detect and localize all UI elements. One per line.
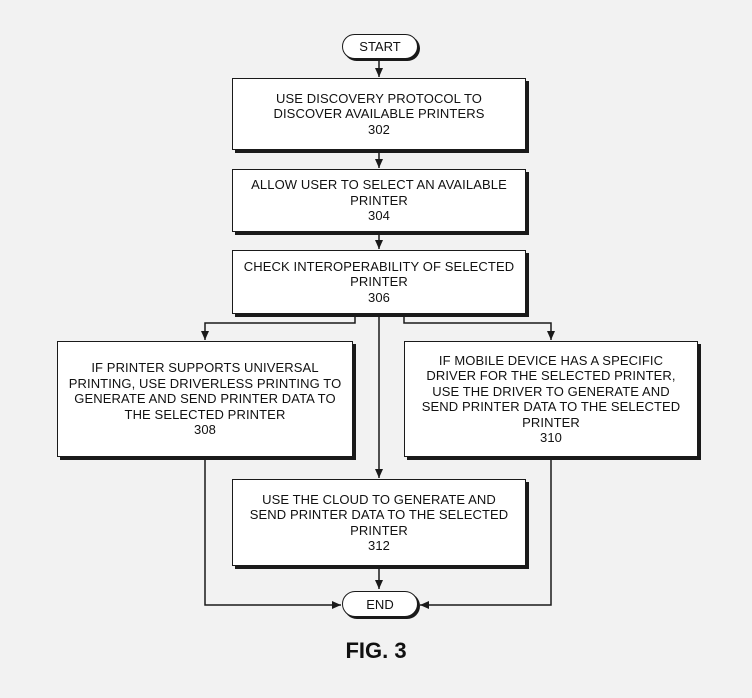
step-304-line-1: ALLOW USER TO SELECT AN AVAILABLE: [251, 177, 507, 193]
step-308-line-1: IF PRINTER SUPPORTS UNIVERSAL: [91, 360, 319, 376]
arrow-308-to-end: [204, 457, 341, 609]
step-302-box: USE DISCOVERY PROTOCOL TO DISCOVER AVAIL…: [232, 78, 526, 150]
step-304-line-2: PRINTER: [350, 192, 408, 208]
end-label: END: [366, 596, 394, 612]
step-310-line-3: USE THE DRIVER TO GENERATE AND: [432, 383, 670, 399]
step-306-ref: 306: [368, 289, 390, 305]
step-310-line-1: IF MOBILE DEVICE HAS A SPECIFIC: [438, 352, 664, 368]
step-312-ref: 312: [368, 538, 390, 553]
step-310-ref: 310: [540, 430, 562, 445]
step-306-line-1: CHECK INTEROPERABILITY OF SELECTED: [243, 258, 515, 274]
step-310-line-2: DRIVER FOR THE SELECTED PRINTER,: [426, 368, 676, 383]
step-308-line-4: THE SELECTED PRINTER: [124, 406, 286, 422]
step-306-line-2: PRINTER: [350, 274, 408, 290]
start-label: START: [359, 39, 401, 54]
step-312-box: USE THE CLOUD TO GENERATE AND SEND PRINT…: [232, 479, 526, 566]
step-308-box: IF PRINTER SUPPORTS UNIVERSAL PRINTING, …: [57, 341, 353, 457]
step-312-line-3: PRINTER: [350, 522, 408, 538]
step-312-line-1: USE THE CLOUD TO GENERATE AND: [262, 491, 496, 507]
step-302-line-1: USE DISCOVERY PROTOCOL TO: [276, 90, 482, 106]
end-terminal: END: [342, 591, 418, 617]
step-304-box: ALLOW USER TO SELECT AN AVAILABLE PRINTE…: [232, 169, 526, 232]
step-310-box: IF MOBILE DEVICE HAS A SPECIFIC DRIVER F…: [404, 341, 698, 457]
step-312-line-2: SEND PRINTER DATA TO THE SELECTED: [249, 507, 509, 522]
step-302-ref: 302: [368, 121, 390, 137]
step-308-line-3: GENERATE AND SEND PRINTER DATA TO: [74, 391, 336, 407]
step-308-line-2: PRINTING, USE DRIVERLESS PRINTING TO: [68, 375, 342, 391]
arrow-306-to-310: [403, 314, 555, 340]
step-302-line-2: DISCOVER AVAILABLE PRINTERS: [273, 106, 485, 122]
step-310-line-4: SEND PRINTER DATA TO THE SELECTED: [421, 399, 681, 414]
arrow-310-to-end: [420, 457, 552, 609]
figure-label: FIG. 3: [345, 638, 407, 663]
step-306-box: CHECK INTEROPERABILITY OF SELECTED PRINT…: [232, 250, 526, 314]
start-terminal: START: [342, 34, 418, 59]
step-310-line-5: PRINTER: [522, 414, 580, 430]
arrow-306-to-308: [201, 314, 356, 340]
step-304-ref: 304: [368, 208, 390, 224]
step-308-ref: 308: [194, 422, 216, 438]
